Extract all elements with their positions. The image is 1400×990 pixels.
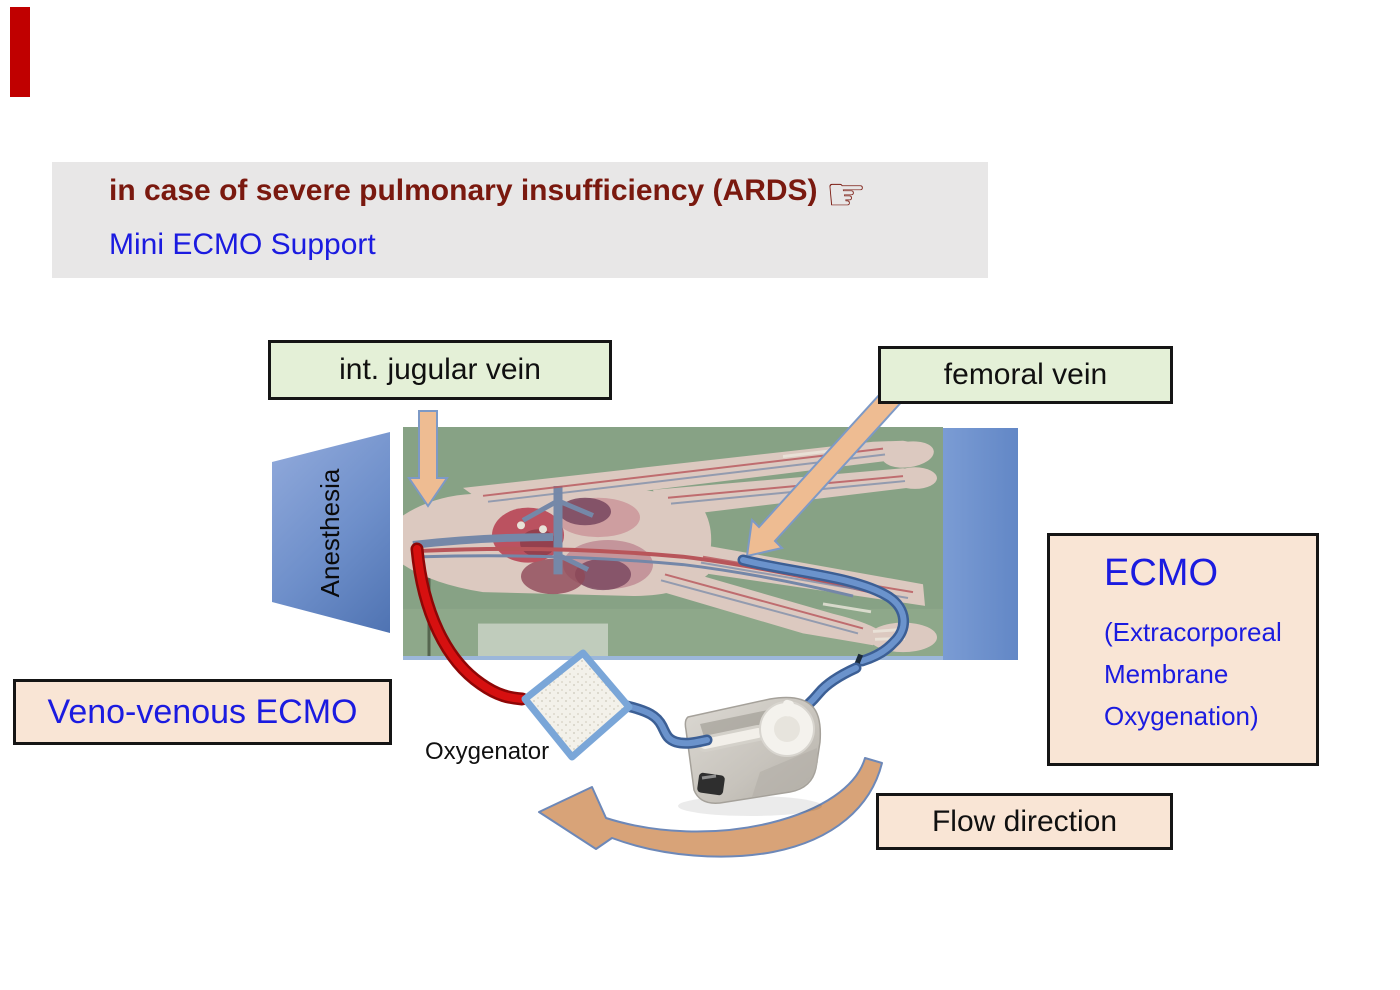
ecmo-definition-line2: Membrane [1104, 659, 1229, 689]
header-title-text: in case of severe pulmonary insufficienc… [109, 174, 818, 207]
ecmo-title: ECMO [1104, 552, 1218, 594]
flow-direction-label: Flow direction [931, 804, 1118, 838]
pump-inlet-tube [787, 662, 862, 723]
jugular-vein-label: int. jugular vein [339, 353, 541, 386]
pump-device [678, 696, 822, 816]
oxygenator-label: Oxygenator [425, 738, 550, 765]
veno-venous-label: Veno-venous ECMO [47, 692, 358, 731]
femoral-vein-callout: femoral vein [878, 346, 1173, 404]
ecmo-definition-callout: ECMO (Extracorporeal Membrane Oxygenatio… [1047, 533, 1319, 766]
header-box: in case of severe pulmonary insufficienc… [52, 162, 988, 278]
ecmo-definition-line3: Oxygenation) [1104, 701, 1259, 731]
anesthesia-trapezoid [272, 432, 390, 633]
anesthesia-label: Anesthesia [315, 468, 345, 598]
pointing-hand-icon: ☞ [825, 168, 867, 220]
ecmo-definition-line1: (Extracorporeal [1104, 617, 1282, 647]
anatomy-illustration [403, 427, 943, 656]
flow-direction-arrow [538, 757, 883, 858]
veno-venous-callout: Veno-venous ECMO [13, 679, 392, 745]
jugular-vein-callout: int. jugular vein [268, 340, 612, 400]
header-title: in case of severe pulmonary insufficienc… [109, 171, 867, 217]
red-accent-bar [10, 7, 30, 97]
right-blue-panel [943, 428, 1018, 660]
oxygenator-tube [621, 700, 713, 749]
flow-direction-callout: Flow direction [876, 793, 1173, 850]
anatomical-model-photo [403, 427, 943, 660]
femoral-vein-label: femoral vein [943, 358, 1108, 391]
header-subtitle: Mini ECMO Support [109, 228, 376, 261]
